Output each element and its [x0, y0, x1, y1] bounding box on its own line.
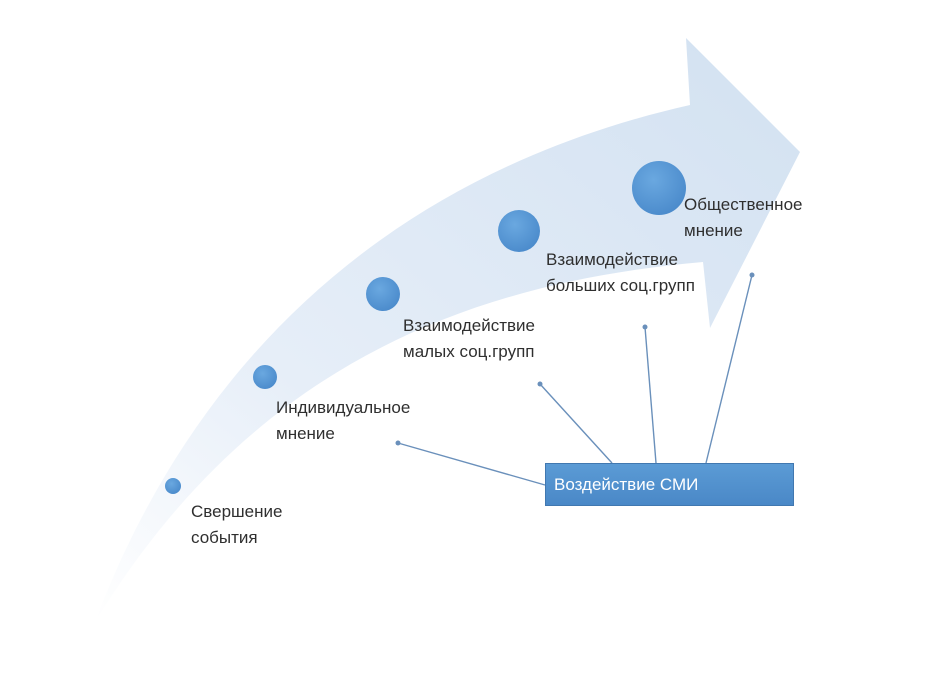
stage-label-line: мнение: [684, 221, 743, 240]
stage-label-small-groups: Взаимодействие малых соц.групп: [403, 313, 535, 365]
stage-label-individual-opinion: Индивидуальное мнение: [276, 395, 410, 447]
stage-label-line: Взаимодействие: [403, 316, 535, 335]
connector-line-small-groups: [539, 383, 613, 464]
stage-dot-public-opinion: [632, 161, 686, 215]
stage-label-line: мнение: [276, 424, 335, 443]
connector-lines: [397, 274, 753, 486]
connector-line-individual: [397, 442, 546, 486]
media-influence-label: Воздействие СМИ: [554, 475, 699, 494]
stage-dot-small-groups: [366, 277, 400, 311]
media-influence-box: Воздействие СМИ: [545, 463, 794, 506]
stage-label-line: Общественное: [684, 195, 803, 214]
stage-label-line: Индивидуальное: [276, 398, 411, 417]
stage-label-event: Свершение события: [191, 499, 282, 551]
stage-dot-event: [165, 478, 181, 494]
stage-label-line: больших соц.групп: [546, 276, 695, 295]
progress-arrow: [95, 38, 800, 622]
connector-arrowheads: [395, 272, 755, 446]
stage-label-line: Взаимодействие: [546, 250, 678, 269]
stage-dot-large-groups: [498, 210, 540, 252]
stage-label-line: события: [191, 528, 258, 547]
stage-dot-individual-opinion: [253, 365, 277, 389]
connector-line-large-groups: [644, 326, 657, 464]
stage-label-line: Свершение: [191, 502, 283, 521]
stage-label-public-opinion: Общественное мнение: [684, 192, 802, 244]
stage-label-large-groups: Взаимодействие больших соц.групп: [546, 247, 695, 299]
connector-line-public-opinion: [705, 274, 753, 464]
stage-label-line: малых соц.групп: [403, 342, 535, 361]
